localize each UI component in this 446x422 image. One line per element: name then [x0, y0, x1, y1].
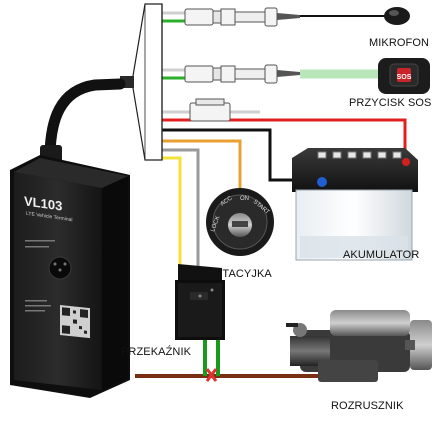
relay-control-wire [162, 148, 200, 270]
ignition-lock-label: LOCK [210, 215, 221, 232]
battery-label: AKUMULATOR [343, 249, 420, 261]
relay-label: PRZEKAŹNIK [121, 346, 192, 358]
gps-tracker-device [10, 78, 130, 398]
ignition-on-label: ON [240, 196, 249, 202]
ignition-switch-icon: LOCK ACC ON START [206, 188, 274, 256]
starter-motor-icon [286, 310, 432, 382]
ignition-switch-label: STACYJKA [215, 268, 272, 280]
microphone-icon [384, 7, 410, 25]
mic-connector [184, 7, 300, 27]
battery-positive-wire [162, 118, 407, 160]
sos-button-icon: SOS [378, 58, 430, 94]
fuse-holder [189, 98, 231, 122]
microphone-label: MIKROFON [369, 37, 430, 49]
battery-negative-terminal [317, 177, 327, 187]
acc-wire [162, 139, 242, 195]
svg-text:SOS: SOS [397, 74, 412, 81]
battery-icon [292, 148, 418, 261]
battery-positive-terminal [402, 158, 410, 166]
starter-label: ROZRUSZNIK [331, 400, 404, 412]
sos-button-label: PRZYCISK SOS [349, 97, 432, 109]
device-qr-code [60, 305, 90, 339]
connector-block [120, 3, 163, 161]
relay-coil-wire [162, 156, 182, 270]
relay-icon [175, 264, 225, 340]
wires [135, 11, 407, 378]
cut-mark [205, 368, 218, 382]
battery-cell-caps [317, 151, 402, 159]
device-port [48, 256, 72, 280]
sos-connector [184, 64, 300, 84]
